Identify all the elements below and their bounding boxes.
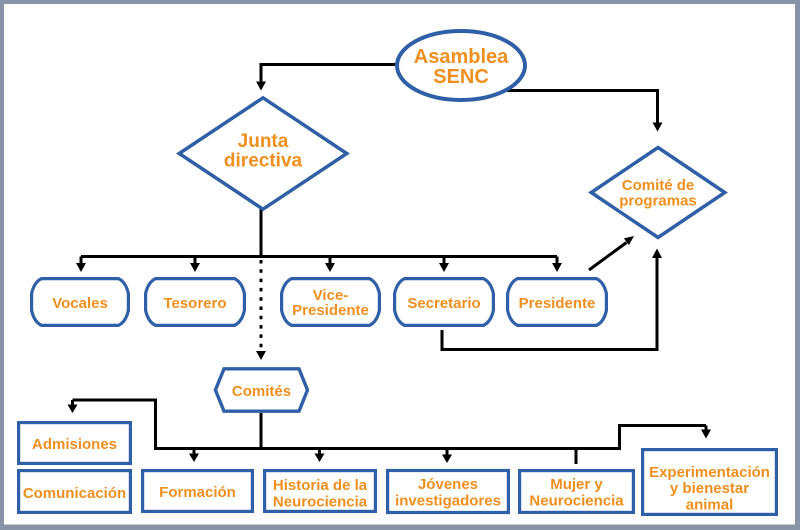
svg-text:Vice-: Vice- (313, 287, 349, 304)
svg-text:Historia de la: Historia de la (273, 477, 368, 494)
svg-text:Experimentación: Experimentación (649, 464, 770, 481)
svg-text:Tesorero: Tesorero (163, 295, 226, 312)
svg-text:animal: animal (686, 497, 734, 514)
svg-text:Neurociencia: Neurociencia (529, 493, 624, 510)
svg-text:programas: programas (619, 193, 697, 210)
svg-text:Formación: Formación (159, 484, 236, 501)
svg-text:y bienestar: y bienestar (670, 480, 749, 497)
svg-text:Presidente: Presidente (292, 302, 369, 319)
svg-text:directiva: directiva (224, 151, 303, 172)
svg-text:SENC: SENC (433, 66, 489, 88)
svg-text:Vocales: Vocales (52, 295, 108, 312)
svg-text:Mujer y: Mujer y (550, 476, 603, 493)
svg-text:Admisiones: Admisiones (32, 436, 117, 453)
svg-text:Comité de: Comité de (622, 177, 695, 194)
svg-text:Presidente: Presidente (519, 295, 596, 312)
svg-text:Asamblea: Asamblea (414, 46, 509, 68)
svg-text:Neurociencia: Neurociencia (273, 494, 368, 511)
svg-text:investigadores: investigadores (395, 493, 501, 510)
svg-text:Comunicación: Comunicación (23, 485, 126, 502)
svg-text:Secretario: Secretario (407, 295, 480, 312)
svg-text:Junta: Junta (238, 131, 289, 152)
svg-text:Jóvenes: Jóvenes (418, 476, 478, 493)
svg-text:Comités: Comités (232, 383, 291, 400)
